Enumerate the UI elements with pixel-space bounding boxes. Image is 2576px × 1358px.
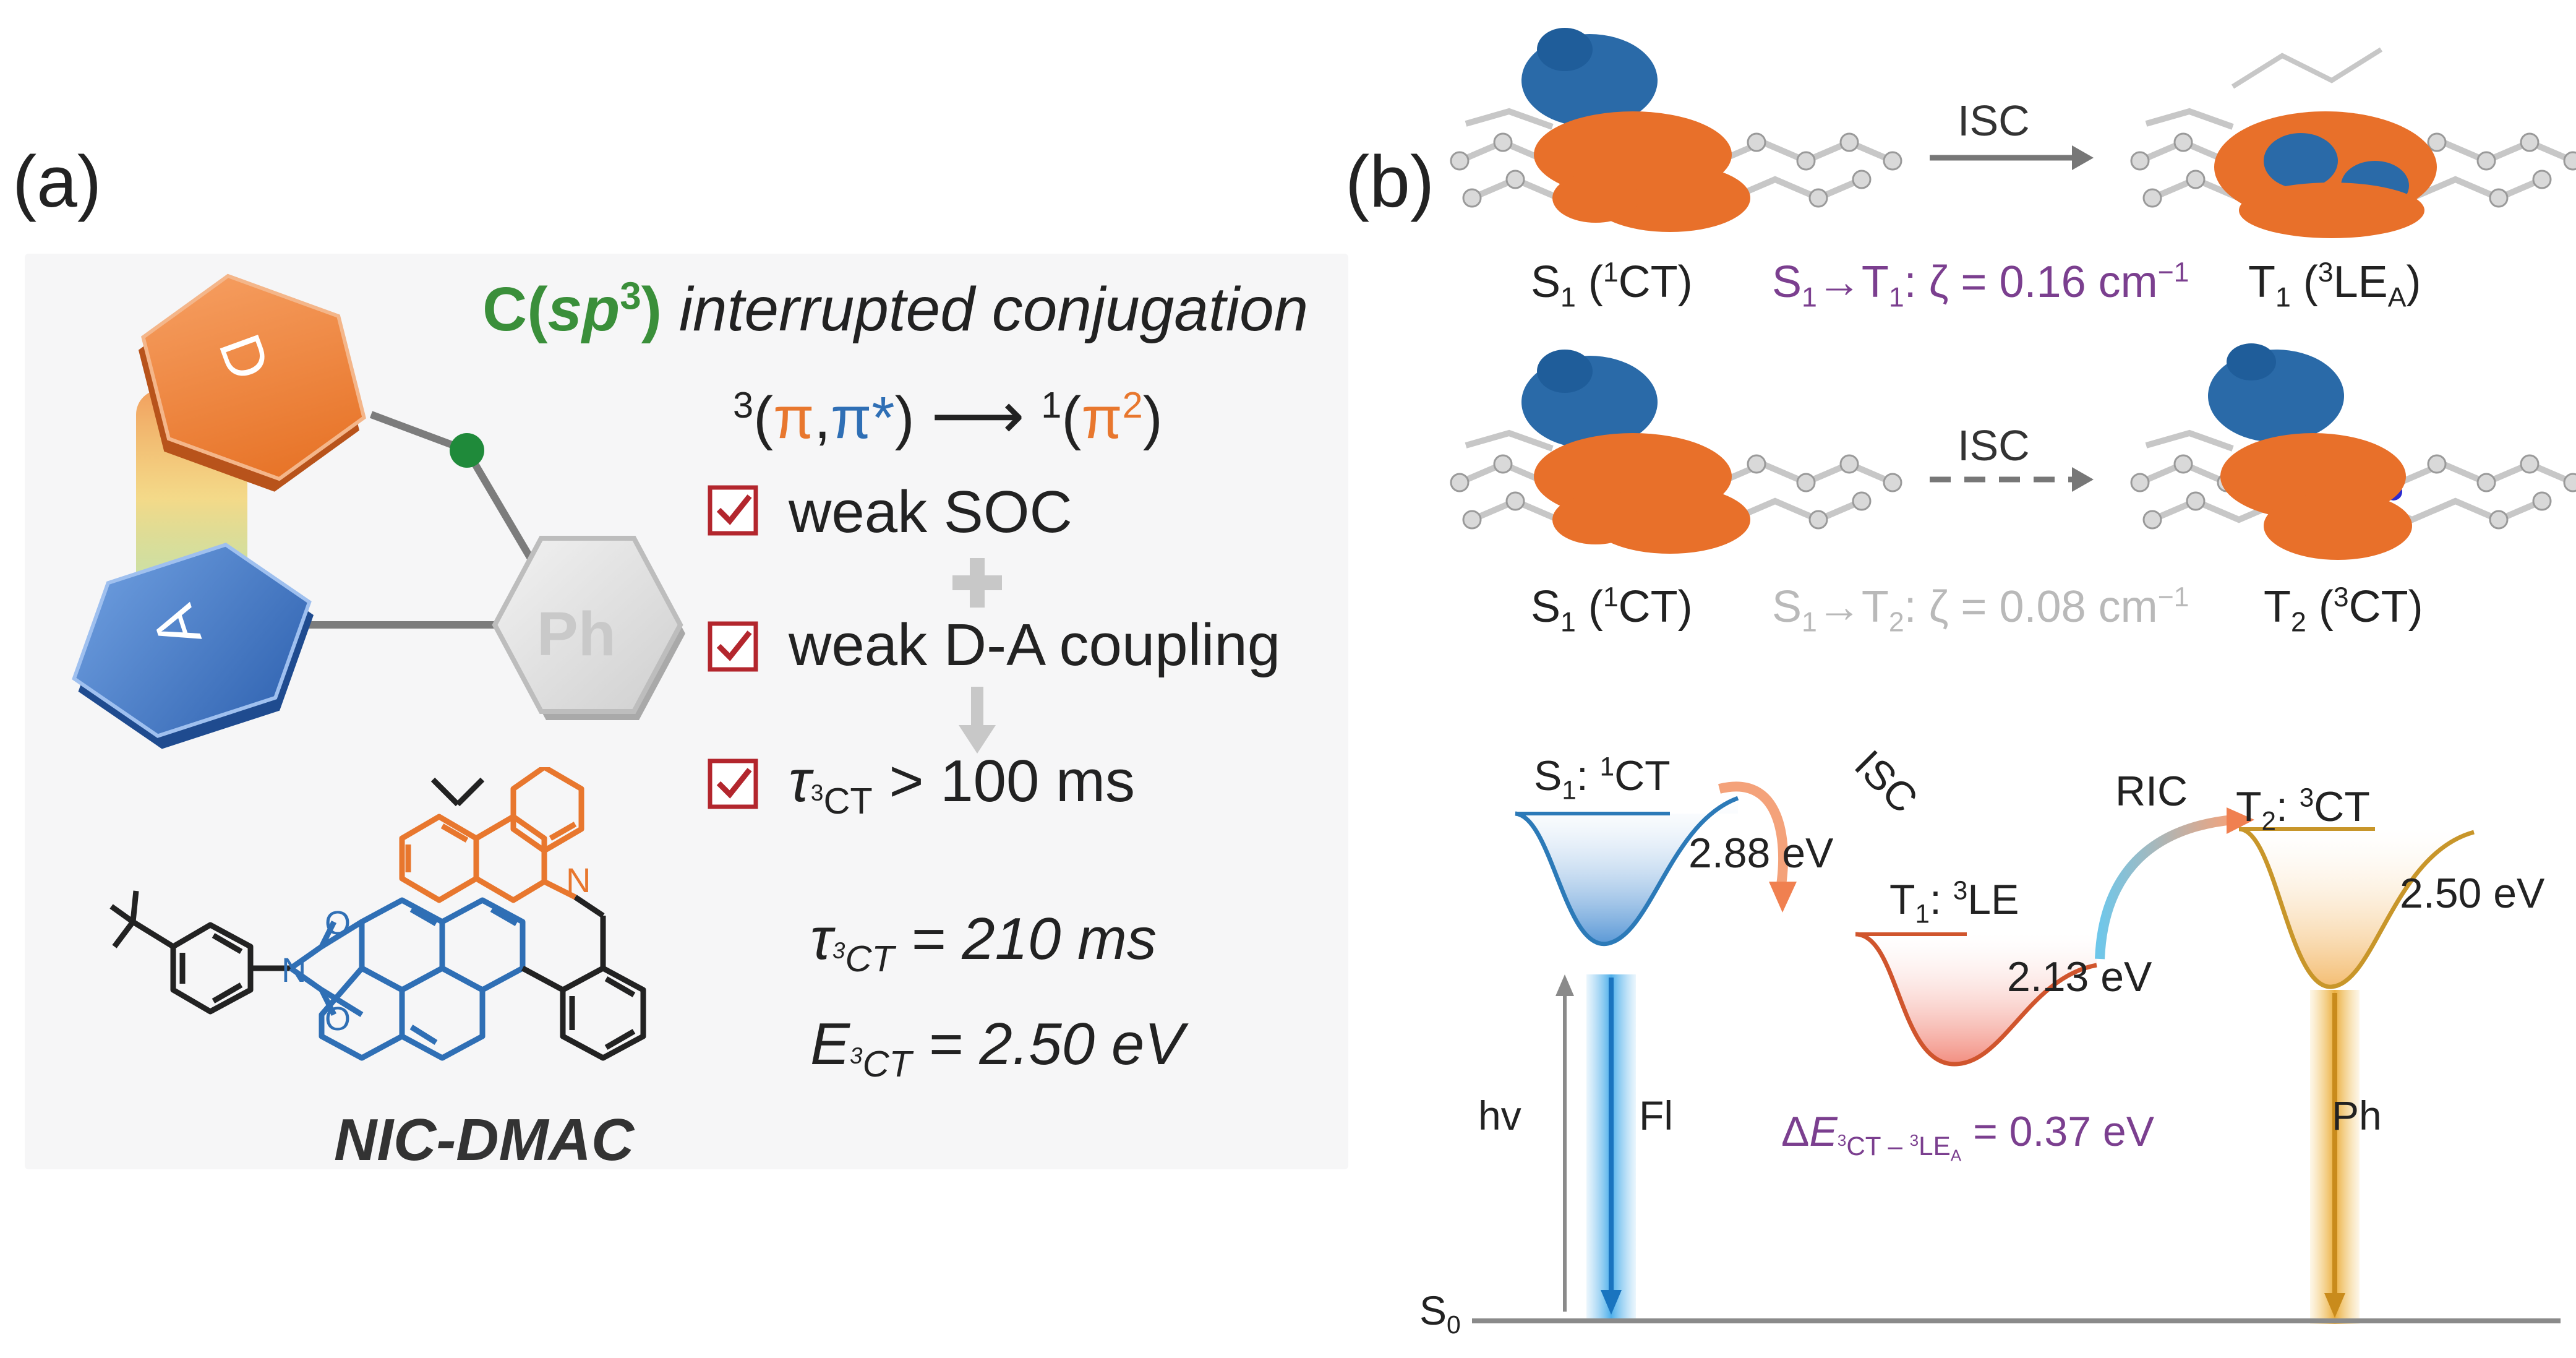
panel-b-label: (b) bbox=[1345, 141, 1435, 223]
molecule-name: NIC-DMAC bbox=[334, 1107, 635, 1173]
atom-o-top: O bbox=[325, 905, 351, 942]
down-arrow-icon bbox=[959, 687, 996, 754]
row1-t1-label: T1 (3LEA) bbox=[2248, 257, 2421, 313]
nic-dmac-structure bbox=[109, 767, 646, 1061]
acceptor-hexagon bbox=[72, 543, 314, 749]
donor-acceptor-scheme bbox=[72, 273, 685, 749]
orbital-images bbox=[1447, 28, 2576, 560]
atom-o-bottom: O bbox=[325, 1000, 351, 1038]
row2-s1-label: S1 (1CT) bbox=[1531, 582, 1693, 638]
check-weak-da-coupling: weak D-A coupling bbox=[789, 612, 1281, 678]
energy-value: E3CT = 2.50 eV bbox=[810, 1011, 1184, 1085]
check-lifetime: τ3CT > 100 ms bbox=[789, 748, 1135, 822]
t1-state-label: T1: 3LE bbox=[1889, 875, 2019, 929]
phenyl-hexagon bbox=[492, 536, 685, 720]
panel-a-label: (a) bbox=[12, 141, 102, 223]
energy-gap-label: ΔE3CT – 3LEA = 0.37 eV bbox=[1781, 1108, 2155, 1165]
row1-s1-label: S1 (1CT) bbox=[1531, 257, 1693, 313]
fl-label: Fl bbox=[1639, 1093, 1673, 1138]
s0-label: S0 bbox=[1419, 1287, 1461, 1339]
s1-state-label: S1: 1CT bbox=[1534, 752, 1671, 805]
row1-soc-value: S1→T1: ζ = 0.16 cm−1 bbox=[1772, 257, 2189, 313]
t1-energy: 2.13 eV bbox=[2007, 953, 2152, 1000]
row2-t2-label: T2 (3CT) bbox=[2264, 582, 2423, 638]
t2-energy: 2.50 eV bbox=[2400, 870, 2545, 917]
ric-label: RIC bbox=[2115, 768, 2188, 815]
isc-label-row2: ISC bbox=[1958, 421, 2030, 470]
checkbox-weak-da-coupling bbox=[708, 621, 758, 672]
energy-level-diagram bbox=[1472, 781, 2561, 1324]
ph-label: Ph bbox=[537, 599, 616, 669]
checkbox-long-lifetime bbox=[708, 759, 758, 809]
row2-soc-value: S1→T2: ζ = 0.08 cm−1 bbox=[1772, 582, 2189, 638]
s1-energy: 2.88 eV bbox=[1688, 830, 1834, 877]
t2-state-label: T2: 3CT bbox=[2236, 783, 2370, 836]
atom-n-imide: N bbox=[281, 950, 307, 989]
check-weak-soc: weak SOC bbox=[789, 479, 1072, 545]
plus-icon bbox=[952, 558, 1002, 608]
hv-label: hv bbox=[1478, 1093, 1521, 1138]
ph-emission-label: Ph bbox=[2332, 1093, 2382, 1138]
atom-n-acridine: N bbox=[566, 861, 591, 900]
sp3-carbon-dot bbox=[450, 433, 484, 468]
donor-hexagon bbox=[138, 273, 366, 492]
lifetime-value: τ3CT = 210 ms bbox=[810, 906, 1157, 980]
interrupted-conjugation-title: C(sp3) interrupted conjugation bbox=[482, 275, 1309, 344]
transition-formula: 3(π,π*) ⟶ 1(π2) bbox=[733, 379, 1163, 452]
checkbox-weak-soc bbox=[708, 485, 758, 536]
isc-label-row1: ISC bbox=[1958, 97, 2030, 145]
